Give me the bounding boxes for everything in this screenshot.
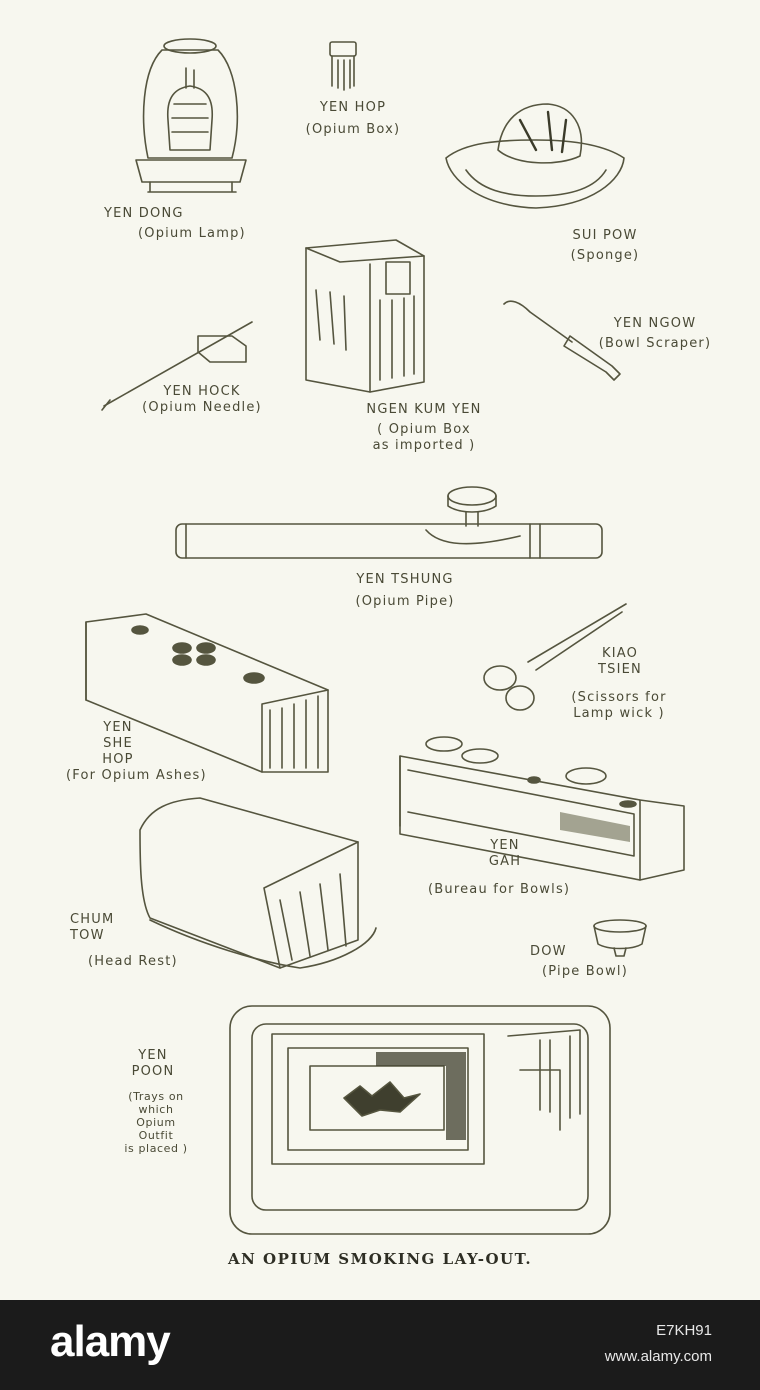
opium-box-imported-drawing xyxy=(305,239,425,393)
pipe-bowl-drawing xyxy=(593,919,647,957)
bowl-scraper-drawing xyxy=(503,300,621,381)
label-sui-pow-gloss: (Sponge) xyxy=(570,248,640,263)
label-yen-dong-gloss: (Opium Lamp) xyxy=(138,226,246,241)
watermark-bar xyxy=(0,1300,760,1390)
label-dow: DOW (Pipe Bowl) xyxy=(530,944,640,980)
opium-lamp-drawing xyxy=(135,38,247,193)
label-yen-ngow-name: YEN NGOW xyxy=(613,316,697,331)
label-yen-gah-gloss: (Bureau for Bowls) xyxy=(428,882,571,897)
label-yen-hock-gloss: (Opium Needle) xyxy=(142,400,262,415)
label-chum-tow: CHUM TOW xyxy=(70,912,114,944)
scissors-drawing xyxy=(483,603,627,711)
label-dow-gloss: (Pipe Bowl) xyxy=(541,964,628,979)
label-yen-poon-gloss-4: Outfit xyxy=(138,1129,174,1142)
label-yen-dong: YEN DONG xyxy=(104,206,184,222)
label-yen-tshung-name: YEN TSHUNG xyxy=(356,572,454,587)
label-yen-she-hop-name-3: HOP xyxy=(102,752,134,767)
label-kiao-tsien-gloss-1: (Scissors for xyxy=(571,690,667,705)
label-sui-pow: SUI POW (Sponge) xyxy=(540,228,670,264)
illustration-plate: YEN DONG (Opium Lamp) YEN HOP (Opium Box… xyxy=(66,38,730,1268)
label-yen-gah-name-1: YEN xyxy=(490,838,520,853)
label-ngen-kum-yen-gloss-1: ( Opium Box xyxy=(377,422,471,437)
label-yen-poon-name-1: YEN xyxy=(138,1048,168,1063)
label-chum-tow-gloss: (Head Rest) xyxy=(88,954,178,969)
label-dow-name: DOW xyxy=(530,944,567,959)
image-id: E7KH91 xyxy=(656,1322,712,1339)
label-yen-gah-name-2: GAH xyxy=(488,854,522,869)
opium-needle-drawing xyxy=(101,321,253,411)
label-yen-she-hop-name-2: SHE xyxy=(103,736,133,751)
label-chum-tow-desc: (Head Rest) xyxy=(88,954,178,970)
label-yen-hop: YEN HOP (Opium Box) xyxy=(298,100,408,138)
plate-caption: AN OPIUM SMOKING LAY-OUT. xyxy=(227,1250,533,1268)
opium-pipe-drawing xyxy=(175,486,603,559)
opium-box-drawing xyxy=(329,41,357,91)
label-yen-poon: YEN POON xyxy=(116,1048,190,1080)
site-url: www.alamy.com xyxy=(604,1348,712,1365)
label-chum-tow-name-1: CHUM xyxy=(70,912,115,927)
label-yen-poon-gloss-3: Opium xyxy=(136,1116,176,1129)
label-ngen-kum-yen-gloss-2: as imported ) xyxy=(372,438,476,453)
label-yen-dong-desc: (Opium Lamp) xyxy=(138,226,246,242)
sponge-drawing xyxy=(445,103,625,209)
opium-layout-drawing xyxy=(85,38,685,1235)
label-kiao-tsien: KIAO TSIEN xyxy=(560,646,680,678)
label-ngen-kum-yen-name: NGEN KUM YEN xyxy=(366,402,482,417)
label-kiao-tsien-name-1: KIAO xyxy=(601,646,639,661)
label-yen-tshung-gloss: (Opium Pipe) xyxy=(355,594,455,609)
label-yen-ngow-gloss: (Bowl Scraper) xyxy=(598,336,712,351)
label-yen-she-hop-gloss: (For Opium Ashes) xyxy=(66,768,207,783)
ash-box-drawing xyxy=(85,613,329,773)
label-yen-poon-desc: (Trays on which Opium Outfit is placed ) xyxy=(106,1090,206,1155)
tray-drawing xyxy=(229,1005,611,1235)
label-yen-hop-name: YEN HOP xyxy=(319,100,387,115)
label-yen-gah: YEN GAH xyxy=(470,838,540,870)
label-kiao-tsien-desc: (Scissors for Lamp wick ) xyxy=(546,690,692,722)
label-yen-gah-desc: (Bureau for Bowls) xyxy=(428,882,570,898)
label-yen-tshung: YEN TSHUNG (Opium Pipe) xyxy=(320,572,490,610)
label-kiao-tsien-gloss-2: Lamp wick ) xyxy=(573,706,665,721)
label-yen-poon-gloss-1: (Trays on xyxy=(128,1090,184,1103)
bowl-bureau-drawing xyxy=(399,736,685,881)
label-kiao-tsien-name-2: TSIEN xyxy=(598,662,642,677)
label-yen-she-hop: YEN SHE HOP xyxy=(90,720,146,768)
label-ngen-kum-yen: NGEN KUM YEN ( Opium Box as imported ) xyxy=(334,402,514,454)
label-yen-hock: YEN HOCK (Opium Needle) xyxy=(120,384,284,416)
head-rest-drawing xyxy=(139,797,377,969)
label-chum-tow-name-2: TOW xyxy=(70,928,105,943)
label-yen-poon-gloss-5: is placed ) xyxy=(124,1142,188,1155)
label-yen-ngow: YEN NGOW (Bowl Scraper) xyxy=(580,316,730,352)
label-yen-hock-name: YEN HOCK xyxy=(163,384,241,399)
label-yen-hop-gloss: (Opium Box) xyxy=(305,122,401,137)
alamy-logo: alamy xyxy=(50,1317,171,1366)
label-yen-dong-name: YEN DONG xyxy=(104,206,184,221)
label-yen-poon-gloss-2: which xyxy=(138,1103,174,1116)
label-yen-she-hop-name-1: YEN xyxy=(103,720,133,735)
label-yen-she-hop-desc: (For Opium Ashes) xyxy=(66,768,207,784)
label-yen-poon-name-2: POON xyxy=(131,1064,175,1079)
label-sui-pow-name: SUI POW xyxy=(572,228,638,243)
